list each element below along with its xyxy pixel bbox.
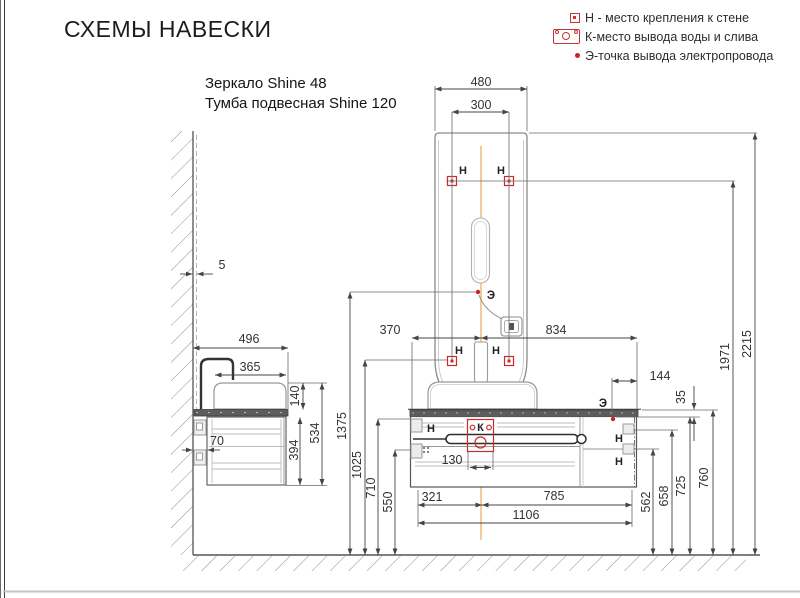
- dim-mirror-lower-mount-height: 1025: [350, 451, 364, 479]
- dim-mirror-width: 480: [471, 75, 492, 89]
- wall-bracket-side: [193, 419, 207, 466]
- cabinet-front: [409, 415, 638, 488]
- electric-point-mirror: [475, 289, 481, 295]
- floor-hatch: [180, 556, 746, 571]
- dim-drain-span: 130: [442, 453, 463, 467]
- dim-mirror-electric-height: 1375: [335, 412, 349, 440]
- legend-water-text: К-место вывода воды и слива: [585, 29, 759, 44]
- water-outlet-icon: [553, 29, 580, 44]
- dim-right-lower-mount-height: 562: [639, 492, 653, 513]
- dimension-texts: 480 300 5 496 365 70 370 834 130 321 785…: [210, 75, 754, 522]
- electric-cable: [478, 294, 503, 320]
- electric-point-icon: [575, 53, 580, 58]
- mount-label: Н: [427, 423, 435, 435]
- legend-mount-text: Н - место крепления к стене: [585, 10, 750, 25]
- dim-side-height-total: 534: [308, 423, 322, 444]
- dim-cabinet-height: 394: [287, 440, 301, 461]
- faucet-side: [199, 357, 235, 409]
- floor-section: [180, 554, 760, 571]
- dim-cabinet-top-height: 710: [364, 478, 378, 499]
- product-vanity-label: Тумба подвесная Shine 120: [205, 95, 397, 112]
- marker-letters: Н Н Н Н Н Н Н К Э Э: [427, 165, 623, 468]
- electric-label: Э: [487, 290, 495, 302]
- side-view: [193, 135, 289, 486]
- legend-row-electric: Э-точка вывода электропровода: [553, 47, 773, 64]
- legend: Н - место крепления к стене К-место выво…: [553, 9, 773, 66]
- dim-electric-drop: 35: [674, 390, 688, 404]
- mount-label: Н: [459, 165, 467, 177]
- wall-section: [171, 131, 194, 555]
- dim-left-span: 321: [422, 490, 443, 504]
- mount-label: Н: [615, 456, 623, 468]
- dim-right-span: 785: [544, 489, 565, 503]
- legend-row-water: К-место вывода воды и слива: [553, 28, 773, 45]
- dim-wall-gap: 5: [219, 258, 226, 272]
- electric-point-countertop: [610, 416, 616, 422]
- dim-electric-offset: 144: [650, 369, 671, 383]
- legend-row-mount: Н - место крепления к стене: [553, 9, 773, 26]
- faucet-front: [473, 341, 489, 383]
- legend-electric-text: Э-точка вывода электропровода: [585, 48, 774, 63]
- dim-back-gap: 70: [210, 434, 224, 448]
- dim-right-upper-mount-height: 658: [657, 486, 671, 507]
- extension-lines: [286, 86, 757, 527]
- dim-mirror-mount-span: 300: [471, 98, 492, 112]
- wall-mount-icon: [570, 12, 580, 23]
- dimension-lines: [193, 86, 758, 555]
- dim-cabinet-width: 1106: [513, 508, 540, 522]
- mount-label: Н: [455, 345, 463, 357]
- wall-hatch: [171, 131, 193, 555]
- vent-dots: [422, 446, 430, 454]
- vanity-front: [408, 341, 641, 488]
- product-labels: Зеркало Shine 48 Тумба подвесная Shine 1…: [205, 74, 397, 114]
- dim-cabinet-lower-mount-height: 550: [381, 492, 395, 513]
- electric-point-markers: [475, 289, 616, 422]
- mount-brackets-front: [410, 418, 635, 459]
- cabinet-front-internals: [415, 422, 575, 467]
- dim-countertop-height: 760: [697, 468, 711, 489]
- basin-side: [213, 382, 287, 410]
- mount-label: Н: [615, 433, 623, 445]
- cabinet-side-internals: [209, 419, 284, 483]
- dim-countertop-bottom-height: 725: [674, 476, 688, 497]
- basin-front: [427, 381, 538, 410]
- mirror-light-window: [470, 217, 491, 284]
- mount-label: Н: [497, 165, 505, 177]
- cabinet-side: [206, 416, 287, 486]
- dim-center-offset-left: 370: [380, 323, 401, 337]
- dim-basin-height: 140: [288, 386, 302, 407]
- small-dimension-arrows: [180, 271, 697, 453]
- dim-mirror-top-height: 2215: [740, 330, 754, 358]
- product-mirror-label: Зеркало Shine 48: [205, 75, 327, 92]
- page-title: СХЕМЫ НАВЕСКИ: [64, 16, 272, 42]
- water-label: К: [477, 422, 484, 434]
- electric-label: Э: [599, 398, 607, 410]
- dim-upper-mount-height: 1971: [718, 343, 732, 371]
- countertop-side: [193, 409, 289, 417]
- dim-basin-depth: 365: [240, 360, 261, 374]
- mount-label: Н: [492, 345, 500, 357]
- dim-depth-total: 496: [239, 332, 260, 346]
- dim-center-offset-right: 834: [546, 323, 567, 337]
- water-outlet-marker: [466, 418, 495, 453]
